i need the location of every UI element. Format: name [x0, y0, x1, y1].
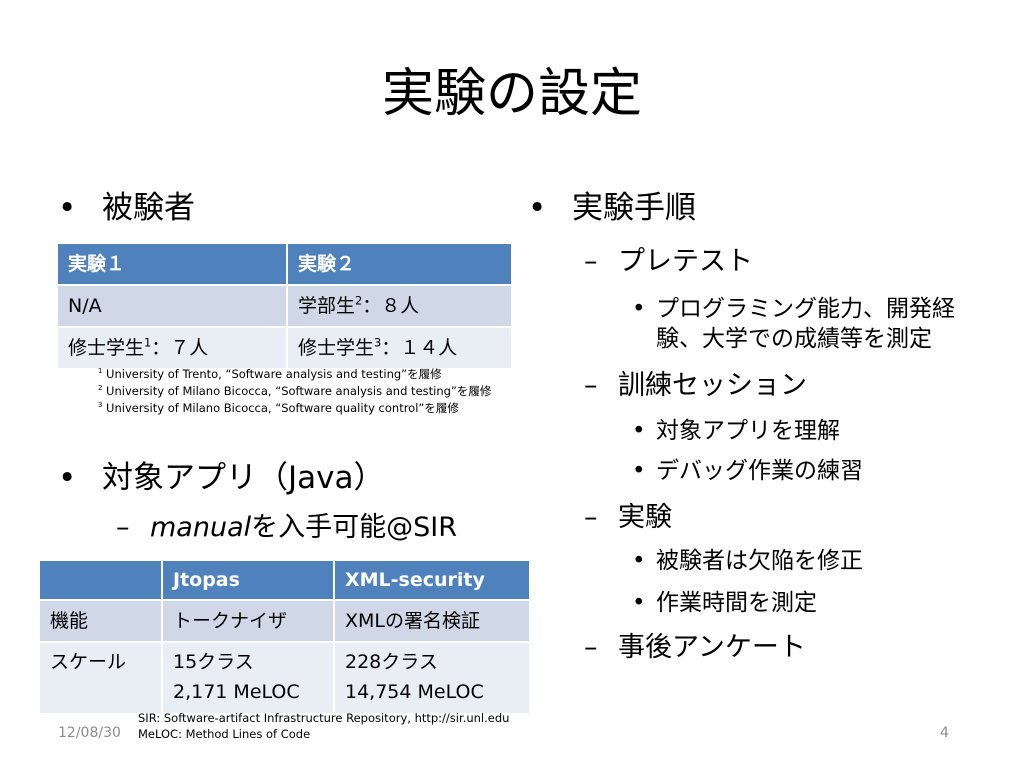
table-cell: 修士学生3：１４人 [286, 326, 513, 370]
footnote: 1 University of Trento, “Software analys… [98, 367, 442, 381]
table-row: 修士学生1：７人 修士学生3：１４人 [56, 326, 513, 370]
bullet-subjects: • 被験者 [58, 188, 195, 228]
manual-italic: manual [150, 512, 252, 543]
subjects-label: 被験者 [102, 190, 195, 226]
abbreviation-notes: SIR: Software-artifact Infrastructure Re… [138, 710, 509, 742]
pretest-item: –プレテスト [584, 244, 753, 280]
slide-title: 実験の設定 [381, 64, 642, 124]
subjects-table: 実験１ 実験２ N/A 学部生2：８人 修士学生1：７人 修士学生3：１４人 [56, 242, 513, 370]
bullet-dot: • [58, 460, 77, 496]
table-row: 機能 トークナイザ XMLの署名検証 [38, 599, 531, 643]
table-header-row: 実験１ 実験２ [56, 242, 513, 286]
apps-label: 対象アプリ（Java） [102, 460, 385, 496]
note-line: SIR: Software-artifact Infrastructure Re… [138, 711, 510, 725]
pretest-subitem: •プログラミング能力、開発経験、大学での成績等を測定 [632, 296, 955, 352]
table-cell: トークナイザ [161, 599, 335, 643]
bullet-target-apps: • 対象アプリ（Java） [58, 458, 384, 498]
table-cell: 修士学生1：７人 [56, 326, 288, 370]
page-number: 4 [940, 725, 949, 741]
bullet-dot: • [632, 296, 646, 322]
experiment-subitem: •作業時間を測定 [632, 590, 817, 616]
bullet-dot: • [632, 418, 646, 444]
dash-marker: – [584, 370, 598, 401]
dash-marker: – [584, 502, 598, 533]
footer-date: 12/08/30 [58, 725, 121, 741]
table-cell: XMLの署名検証 [333, 599, 531, 643]
apps-table: Jtopas XML-security 機能 トークナイザ XMLの署名検証 ス… [38, 559, 531, 715]
table-row: N/A 学部生2：８人 [56, 284, 513, 328]
bullet-dot: • [528, 190, 547, 226]
table-header: 実験２ [286, 242, 513, 286]
footnotes: 1 University of Trento, “Software analys… [98, 366, 491, 417]
dash-marker: – [584, 632, 598, 663]
bullet-dot: • [632, 590, 646, 616]
table-header-row: Jtopas XML-security [38, 559, 531, 601]
table-cell: N/A [56, 284, 288, 328]
table-header: XML-security [333, 559, 531, 601]
bullet-dot: • [632, 548, 646, 574]
footnote: 3 University of Milano Bicocca, “Softwar… [98, 401, 459, 415]
dash-marker: – [584, 246, 598, 277]
experiment-item: –実験 [584, 500, 672, 536]
table-cell: 機能 [38, 599, 163, 643]
bullet-procedure: • 実験手順 [528, 188, 696, 228]
training-item: –訓練セッション [584, 368, 807, 404]
training-subitem: •デバッグ作業の練習 [632, 458, 863, 484]
manual-rest: を入手可能@SIR [251, 512, 457, 543]
experiment-subitem: •被験者は欠陥を修正 [632, 548, 863, 574]
procedure-label: 実験手順 [572, 190, 696, 226]
table-header: Jtopas [161, 559, 335, 601]
survey-item: –事後アンケート [584, 630, 806, 666]
footnote: 2 University of Milano Bicocca, “Softwar… [98, 384, 492, 398]
bullet-dot: • [58, 190, 77, 226]
dash-marker: – [116, 512, 130, 543]
note-line: MeLOC: Method Lines of Code [138, 727, 311, 741]
training-subitem: •対象アプリを理解 [632, 418, 840, 444]
table-cell: スケール [38, 641, 163, 715]
table-header [38, 559, 163, 601]
table-header: 実験１ [56, 242, 288, 286]
table-cell: 学部生2：８人 [286, 284, 513, 328]
manual-item: –manualを入手可能@SIR [116, 510, 457, 546]
bullet-dot: • [632, 458, 646, 484]
